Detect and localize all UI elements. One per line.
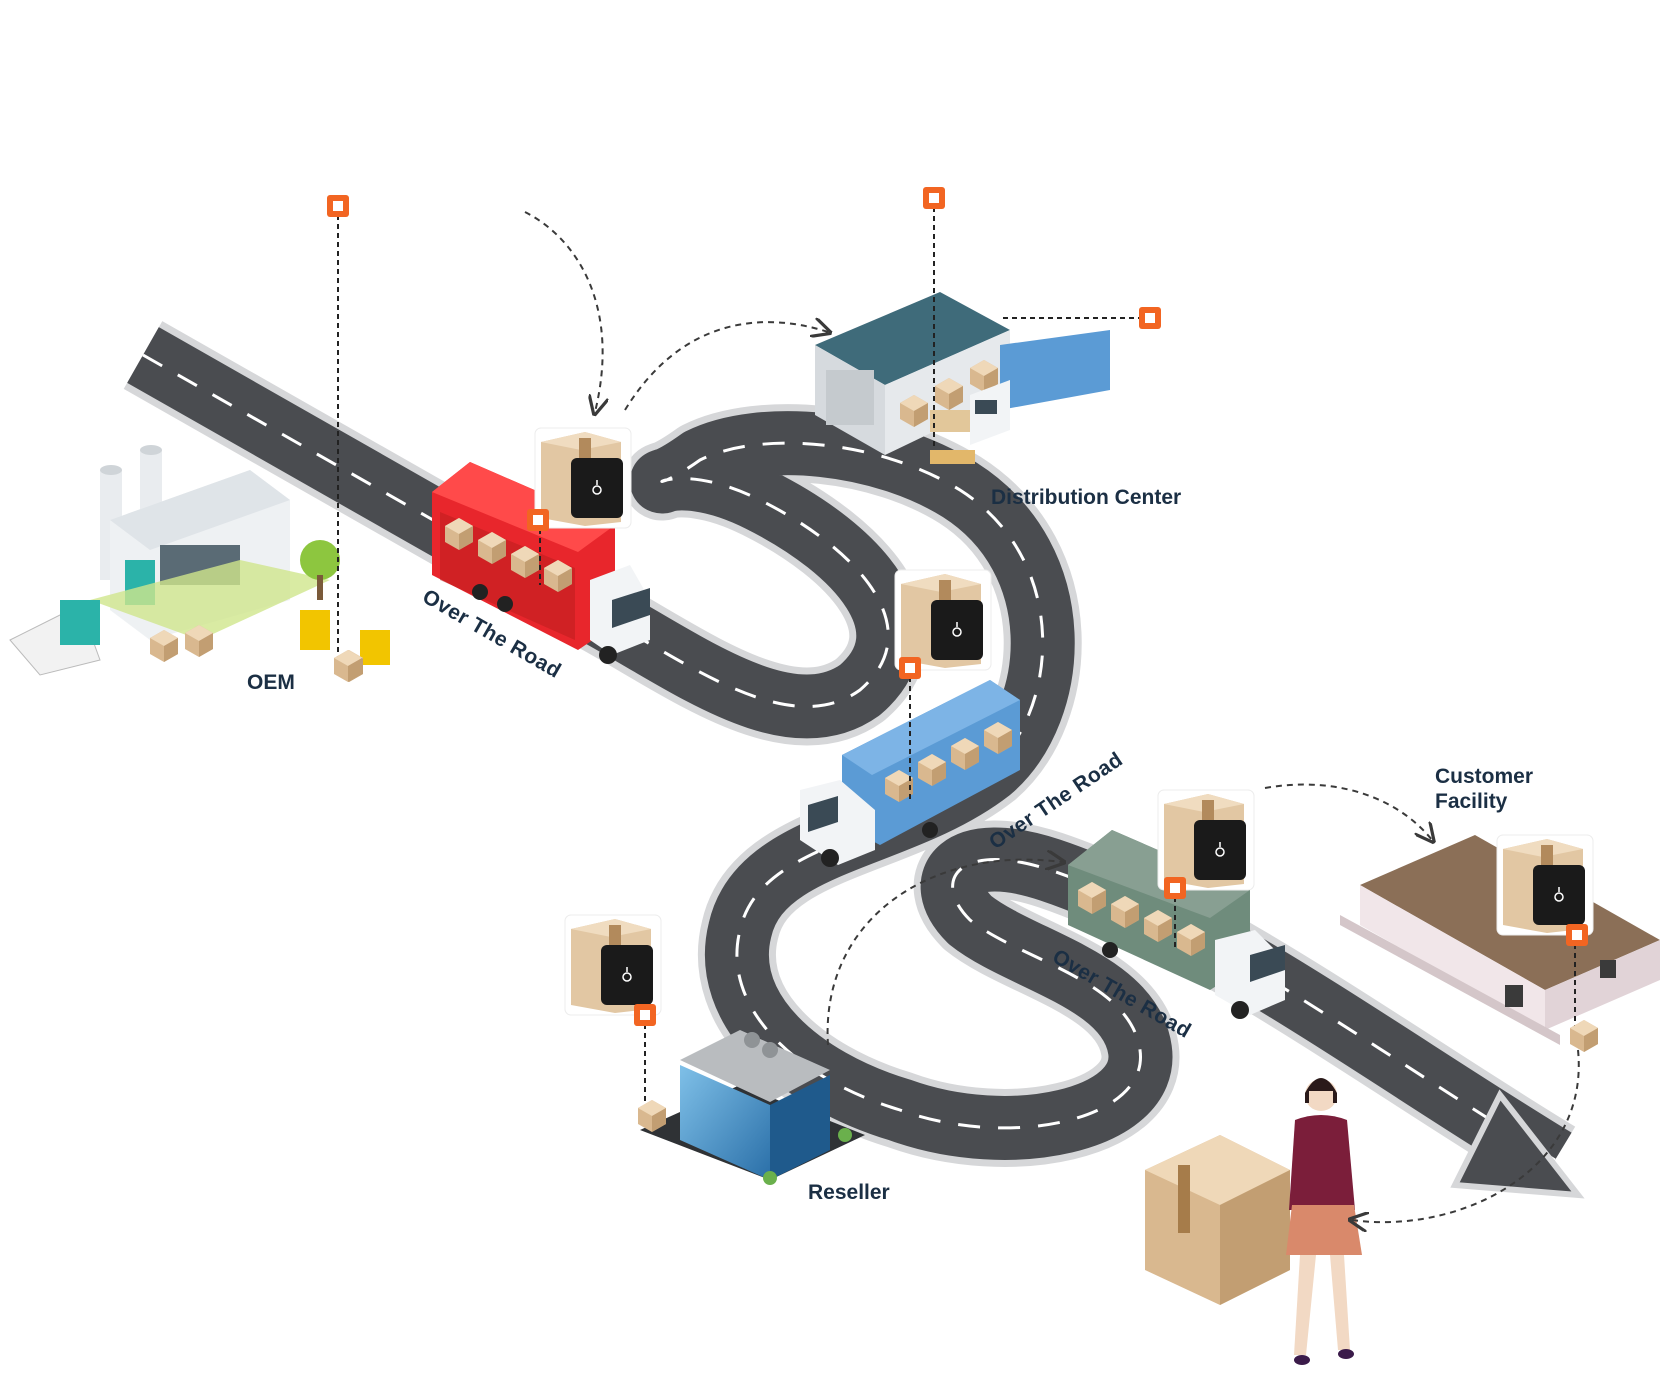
road-arrowhead [1450, 1089, 1585, 1199]
oem-factory [9, 445, 390, 682]
tracker-lines [337, 198, 1576, 1105]
tracker-pin-icon [634, 1004, 656, 1026]
reseller-label: Reseller [808, 1181, 890, 1204]
tracker-pin-icon [327, 195, 349, 217]
tracker-pin-icon [899, 657, 921, 679]
tracker-pin-icon [527, 509, 549, 531]
truck-blue [800, 680, 1020, 867]
distribution-center-label: Distribution Center [991, 486, 1182, 509]
tracker-box-card-1 [535, 428, 631, 528]
distribution-center-warehouse [815, 292, 1110, 455]
tracker-pin-icon [1139, 307, 1161, 329]
customer-person [1145, 1078, 1362, 1365]
tracker-pin-icon [1164, 877, 1186, 899]
customer-facility-label-line-1: Customer [1435, 765, 1534, 788]
customer-facility-label-line-2: Facility [1435, 790, 1508, 813]
customer-facility-building [1340, 835, 1660, 1045]
package-box-icon [334, 650, 362, 682]
reseller-building [640, 1030, 865, 1185]
tracker-box-card-3 [1158, 790, 1254, 890]
tracker-pin-icon [923, 187, 945, 209]
customer-facility-label: Customer Facility [1435, 764, 1533, 814]
flow-arrows [524, 211, 1580, 1222]
tracker-box-card-4 [1497, 835, 1593, 935]
oem-label: OEM [247, 671, 295, 694]
tracker-box-card-2 [895, 570, 991, 670]
tracker-pin-icon [1566, 924, 1588, 946]
package-box-icon [1570, 1020, 1598, 1052]
tracker-box-card-5 [565, 915, 661, 1015]
pallet-icon [930, 450, 975, 464]
